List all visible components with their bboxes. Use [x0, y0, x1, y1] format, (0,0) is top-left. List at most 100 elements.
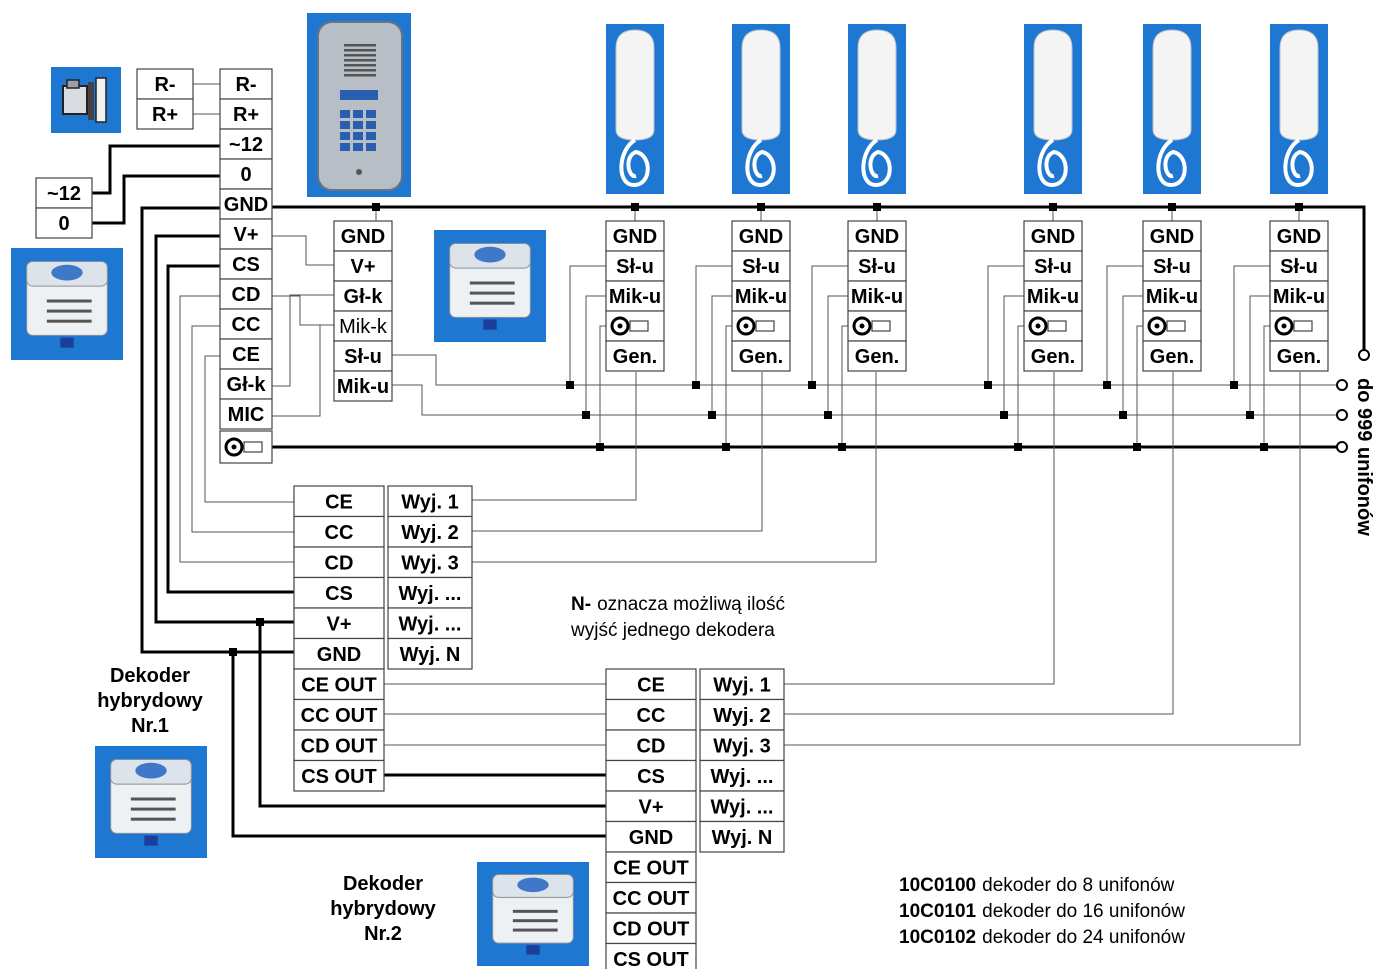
panel-terminal-4: Sł-u	[333, 340, 393, 372]
decoder2-in-8: CD OUT	[605, 912, 697, 945]
handset6-gnd: GND	[1269, 220, 1329, 252]
decoder2-module-icon-logo	[517, 877, 549, 893]
handset-cord	[1037, 138, 1068, 188]
psu-terminal-12v: ~12	[35, 177, 93, 209]
handset4-gen-text: Gen.	[1031, 346, 1075, 368]
main-terminal-11-text: MIC	[228, 404, 265, 426]
decoder2-in-1-text: CC	[637, 705, 666, 727]
d1-out2	[472, 372, 763, 532]
decoder2-module-icon-label-line	[512, 928, 558, 932]
main-terminal-5-text: V+	[233, 224, 258, 246]
main-terminal-0-box	[219, 68, 273, 100]
main-terminal-4-text: GND	[224, 194, 268, 216]
decoder2-in-8-box	[605, 912, 697, 945]
panel-terminal-3-box	[333, 310, 393, 342]
main-terminal-10-text: Gł-k	[227, 374, 267, 396]
junction-dot	[1014, 443, 1022, 451]
decoder2-in-3-box	[605, 759, 697, 792]
speaker-grille	[344, 54, 376, 57]
decoder1-label-line3: Nr.1	[131, 715, 169, 737]
decoder2-in-7: CC OUT	[605, 881, 697, 914]
junction-dot	[256, 618, 264, 626]
decoder2-in-9-text: CS OUT	[613, 949, 689, 969]
handset1-gen-text: Gen.	[613, 346, 657, 368]
decoder1-out-2-text: Wyj. 3	[401, 552, 458, 574]
handset3-call-button-bar	[871, 320, 891, 332]
psu-terminal-0v-text: 0	[58, 213, 69, 235]
junction-dot	[1295, 203, 1303, 211]
decoder2-out-0: Wyj. 1	[699, 668, 785, 701]
panel-terminal-5-text: Mik-u	[337, 376, 389, 398]
junction-dot	[372, 203, 380, 211]
junction-dot	[229, 648, 237, 656]
decoder2-label-line1: Dekoder	[343, 873, 423, 895]
speaker-grille	[344, 64, 376, 67]
cs-link	[166, 264, 294, 594]
junction-dot	[824, 411, 832, 419]
decoder2-module-icon-label-line	[512, 919, 558, 923]
main-terminal-6-text: CS	[232, 254, 260, 276]
handset2-slu-text: Sł-u	[742, 256, 780, 278]
handset1-miku-text: Mik-u	[609, 286, 661, 308]
decoder1-module-icon	[95, 746, 207, 858]
handset-call-drop	[1017, 325, 1024, 447]
d1-out1	[472, 372, 637, 501]
decoder2-out-1: Wyj. 2	[699, 698, 785, 731]
handset-cord	[1283, 138, 1314, 188]
decoder1-label-line2: hybrydowy	[97, 690, 203, 712]
note-text1: oznacza możliwą ilość	[597, 594, 785, 615]
lock-terminal-r-plus: R+	[136, 98, 194, 130]
gnd-dec-link	[140, 206, 294, 654]
decoder2-out-4: Wyj. ...	[699, 790, 785, 823]
decoder1-in-7: CC OUT	[293, 698, 385, 731]
decoder1-in-6-box	[293, 668, 385, 701]
cd-link	[272, 295, 334, 326]
handset1-slu-box	[605, 250, 665, 282]
power-supply-icon	[11, 248, 123, 360]
decoder1-in-4: V+	[293, 607, 385, 640]
handset3-gnd-text: GND	[855, 226, 899, 248]
decoder2-in-5: GND	[605, 820, 697, 853]
vplus-dec-link	[154, 234, 294, 624]
power-supply-icon-logo	[51, 264, 83, 281]
lock-body	[62, 85, 88, 115]
decoder-module-icon-label-line	[469, 281, 515, 285]
psu-terminal-0v: 0	[35, 207, 93, 239]
handset2-slu-box	[731, 250, 791, 282]
glk-link	[272, 294, 334, 387]
speaker-grille	[344, 74, 376, 77]
decoder1-out-3: Wyj. ...	[387, 576, 473, 609]
handset1-call-button-bar	[629, 320, 649, 332]
handset-icon-6	[1270, 24, 1328, 194]
gnd-d2-link	[231, 652, 606, 838]
keypad-key	[340, 110, 350, 118]
lock-terminal-r-minus-box	[136, 68, 194, 100]
main-terminal-8-text: CC	[232, 314, 261, 336]
decoder2-label-line2: hybrydowy	[330, 898, 436, 920]
lock-terminal-r-plus-text: R+	[152, 104, 178, 126]
handset1-miku: Mik-u	[605, 280, 665, 312]
miku-terminal	[1336, 409, 1348, 421]
handset4-gnd-box	[1023, 220, 1083, 252]
keypad-key	[366, 121, 376, 129]
handset5-call-button-core	[1154, 323, 1160, 329]
speaker-grille	[344, 44, 376, 47]
main-terminal-3-box	[219, 158, 273, 190]
decoder1-in-5: GND	[293, 637, 385, 670]
handset1-call-button	[605, 310, 665, 342]
main-terminal-6-box	[219, 248, 273, 280]
decoder1-in-0-text: CE	[325, 491, 353, 513]
legend-text-2: dekoder do 16 unifonów	[982, 901, 1185, 922]
decoder2-in-3-text: CS	[637, 766, 665, 788]
handset-cord	[745, 138, 776, 188]
handset-miku-drop	[827, 295, 848, 415]
handset-slu-drop	[695, 265, 732, 385]
decoder1-in-9-text: CS OUT	[301, 766, 377, 788]
handset2-gnd: GND	[731, 220, 791, 252]
main-terminal-8-box	[219, 308, 273, 340]
power-supply-icon-connector	[60, 337, 74, 348]
junction-dot	[1246, 411, 1254, 419]
